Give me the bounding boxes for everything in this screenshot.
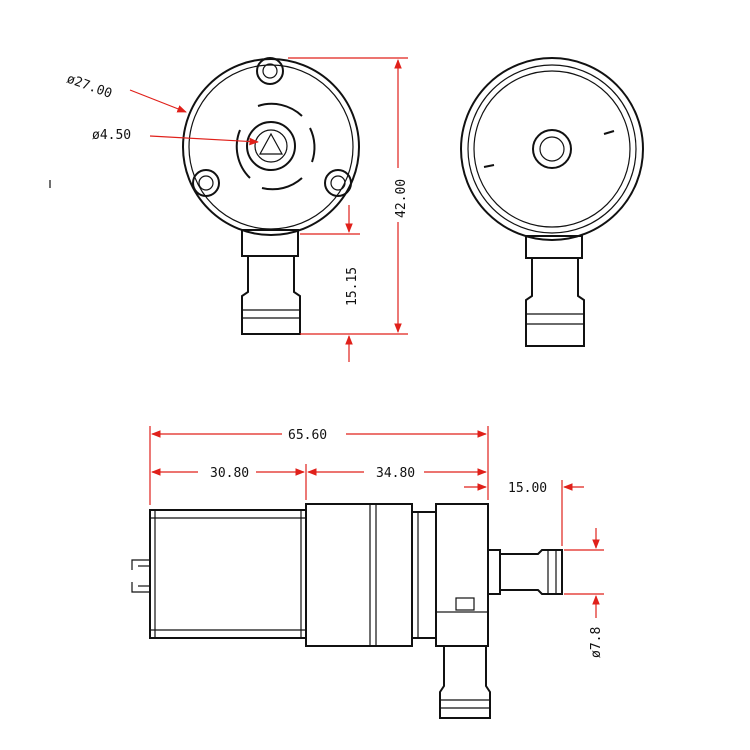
back-hub: [532, 129, 572, 169]
side-outlet-length-label: 15.00: [508, 481, 547, 496]
side-view: [131, 503, 563, 719]
height-total-label: 42.00: [394, 179, 409, 218]
terminal-tab: [131, 559, 151, 593]
screw-boss-left: [192, 169, 220, 197]
screw-boss-top: [256, 57, 284, 85]
motor-can: [149, 509, 307, 639]
length-total-label: 65.60: [288, 428, 327, 443]
outer-diameter-label: ø27.00: [65, 72, 114, 102]
inlet-triangle: [258, 132, 284, 155]
front-dimensions: ø27.00 ø4.50 42.00 15.15: [65, 57, 409, 362]
side-dimensions: 65.60 30.80 34.80 15.00 ø7.8: [149, 426, 604, 658]
motor-length-label: 30.80: [210, 466, 249, 481]
front-view: [182, 57, 360, 335]
back-outlet-collar: [525, 235, 583, 259]
outlet-length-label: 15.15: [345, 267, 360, 306]
back-outlet-barb: [525, 258, 585, 347]
side-outlet-collar: [487, 549, 501, 595]
outlet-barb: [241, 256, 301, 335]
pump-body: [305, 503, 413, 647]
bottom-outlet-barb: [439, 646, 491, 719]
pump-ring: [411, 511, 437, 639]
pump-head: [435, 503, 489, 647]
pump-housing-circle: [182, 58, 360, 236]
back-view: [460, 57, 644, 347]
back-housing-circle: [460, 57, 644, 241]
pump-length-label: 34.80: [376, 466, 415, 481]
outlet-collar: [241, 229, 299, 257]
screw-boss-right: [324, 169, 352, 197]
inlet-ring: [246, 121, 296, 171]
side-outlet-barb: [500, 549, 563, 595]
inlet-diameter-label: ø4.50: [92, 128, 131, 143]
outlet-diameter-label: ø7.8: [589, 627, 604, 658]
